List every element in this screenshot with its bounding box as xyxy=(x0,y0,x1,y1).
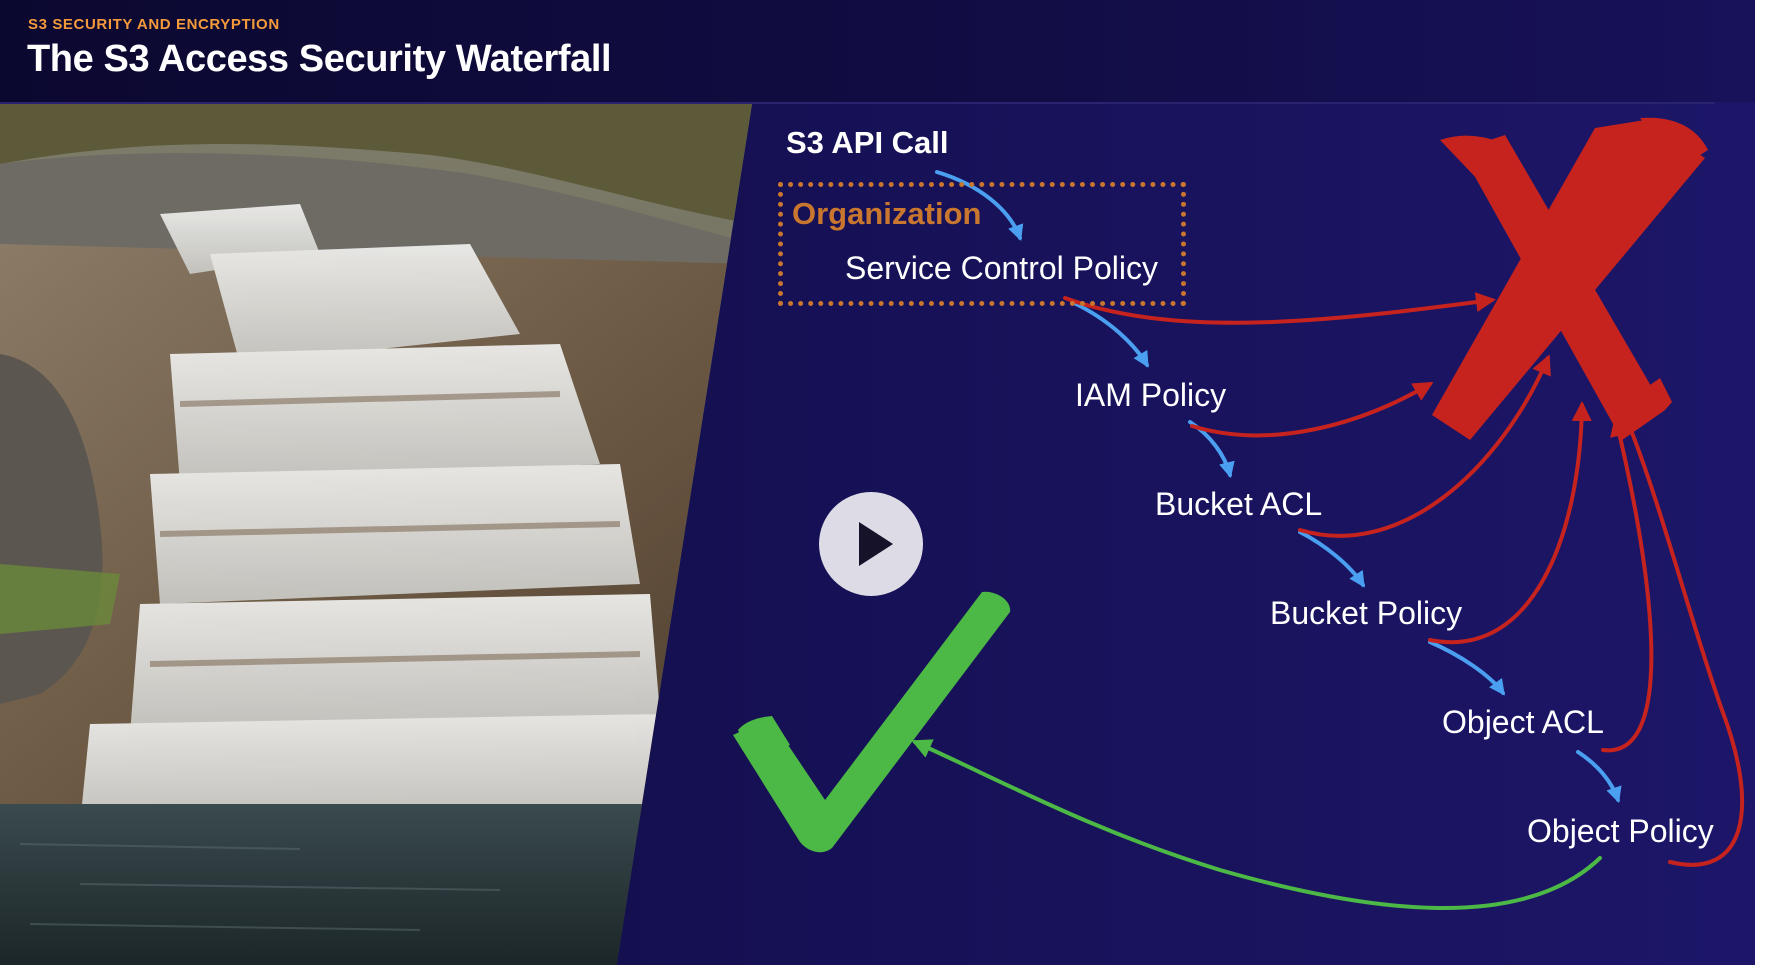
slide-header: S3 SECURITY AND ENCRYPTION The S3 Access… xyxy=(0,0,1755,102)
organization-box xyxy=(778,182,1186,306)
step-bucket-policy: Bucket Policy xyxy=(1270,595,1463,631)
step-iam-policy: IAM Policy xyxy=(1075,377,1227,413)
deny-arrow-bucket-policy xyxy=(1428,401,1592,644)
step-service-control-policy: Service Control Policy xyxy=(845,250,1158,286)
deny-arrow-iam xyxy=(1190,381,1434,438)
step-object-acl: Object ACL xyxy=(1442,704,1604,740)
right-edge-strip xyxy=(1755,0,1769,965)
flow-arrow-api-to-scp xyxy=(935,170,1024,242)
slide-title: The S3 Access Security Waterfall xyxy=(27,38,612,80)
flow-arrow-object-acl-to-object-policy xyxy=(1576,750,1622,804)
deny-arrow-scp xyxy=(1063,292,1496,325)
step-object-policy: Object Policy xyxy=(1527,813,1714,849)
deny-arrow-object-policy xyxy=(1621,411,1745,867)
s3-api-call-label: S3 API Call xyxy=(786,125,949,160)
deny-x-icon xyxy=(1432,117,1708,440)
step-bucket-acl: Bucket ACL xyxy=(1155,486,1323,522)
play-button[interactable] xyxy=(819,492,923,596)
deny-arrow-bucket-acl xyxy=(1298,354,1551,538)
flow-arrow-bucket-policy-to-object-acl xyxy=(1428,640,1505,696)
waterfall-photo xyxy=(0,104,752,965)
section-eyebrow: S3 SECURITY AND ENCRYPTION xyxy=(28,16,280,33)
organization-label: Organization xyxy=(792,196,982,231)
flow-arrow-bucket-acl-to-bucket-policy xyxy=(1298,530,1365,588)
play-icon xyxy=(859,522,893,566)
flow-arrow-scp-to-iam xyxy=(1070,300,1149,368)
allow-check-icon xyxy=(733,591,1011,853)
deny-arrow-object-acl xyxy=(1601,416,1654,753)
header-divider xyxy=(0,102,1715,104)
allow-arrow xyxy=(911,739,1602,911)
